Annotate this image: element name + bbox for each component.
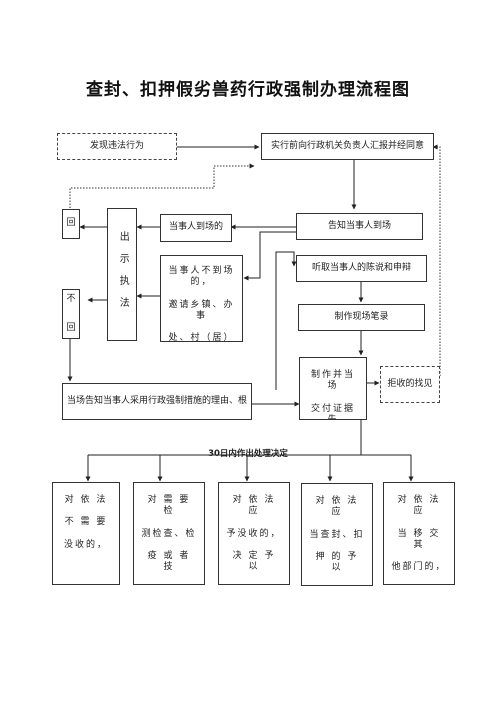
page-title: 查封、扣押假劣兽药行政强制办理流程图: [86, 80, 410, 100]
outcome-5-line-3: 他部门的，: [391, 562, 447, 572]
outcome-1-line-3: 没收的，: [63, 539, 108, 550]
not-back-box: 不 回: [62, 289, 80, 339]
outcome-2-line-1: 对 需 要 检: [147, 495, 191, 517]
show-id-box: 出示执法: [107, 208, 137, 341]
inform-reason-box: 当场告知当事人采用行政强制措施的理由、根: [62, 383, 252, 420]
party-absent-line-3: 处、村（居）委会: [168, 333, 235, 342]
outcome-5-line-1: 对 依 法 应: [397, 495, 441, 517]
report-approval-box: 实行前向行政机关负责人汇报并经同意: [261, 133, 434, 160]
party-present-box: 当事人到场的: [160, 214, 232, 242]
outcome-1-line-1: 对 依 法: [64, 495, 108, 505]
outcome-3-line-2: 予没收的，: [226, 528, 282, 539]
not-back-line-2: 回: [66, 323, 76, 333]
party-absent-box: 当事人不到场的， 邀请乡镇、办事 处、村（居）委会: [160, 255, 243, 342]
make-deliver-line-1: 制作并当场: [310, 370, 355, 392]
outcome-2-line-2: 测检查、检: [141, 528, 197, 539]
hear-statement-box: 听取当事人的陈说和申辩: [296, 255, 427, 282]
outcome-box-5: 对 依 法 应 当 移 交 其 他部门的，: [383, 482, 455, 585]
outcome-box-3: 对 依 法 应 予没收的， 决 定 予 以: [218, 482, 290, 585]
outcome-box-1: 对 依 法 不 需 要 没收的，: [52, 482, 120, 585]
outcome-5-line-2: 当 移 交 其: [397, 528, 441, 550]
outcome-4-line-2: 当查封、扣: [309, 529, 365, 540]
outcome-box-2: 对 需 要 检 测检查、检 疫 或 者 技: [133, 482, 205, 585]
outcome-3-line-1: 对 依 法 应: [232, 495, 276, 517]
refuse-box: 拒收的找见: [380, 366, 440, 403]
back-box: 回: [62, 209, 80, 239]
outcome-2-line-3: 疫 或 者 技: [147, 550, 191, 572]
outcome-4-line-1: 对 依 法 应: [315, 496, 359, 518]
outcome-3-line-3: 决 定 予 以: [232, 550, 276, 572]
outcome-1-line-2: 不 需 要: [64, 517, 108, 528]
outcome-4-line-3: 押 的 予 以: [315, 551, 359, 573]
not-back-line-1: 不: [66, 293, 76, 304]
make-deliver-line-2: 交付证据先: [310, 403, 355, 420]
make-record-box: 制作现场笔录: [298, 304, 425, 331]
notify-party-box: 告知当事人到场: [296, 213, 423, 240]
party-absent-line-1: 当事人不到场的，: [168, 266, 235, 288]
party-absent-line-2: 邀请乡镇、办事: [168, 299, 235, 321]
decision-label: 30日内作出处理决定: [208, 449, 288, 459]
outcome-box-4: 对 依 法 应 当查封、扣 押 的 予 以: [301, 483, 373, 586]
show-id-text: 出示执法: [117, 230, 129, 319]
make-deliver-box: 制作并当场 交付证据先: [299, 357, 367, 420]
discover-violation-box: 发现违法行为: [57, 133, 177, 160]
